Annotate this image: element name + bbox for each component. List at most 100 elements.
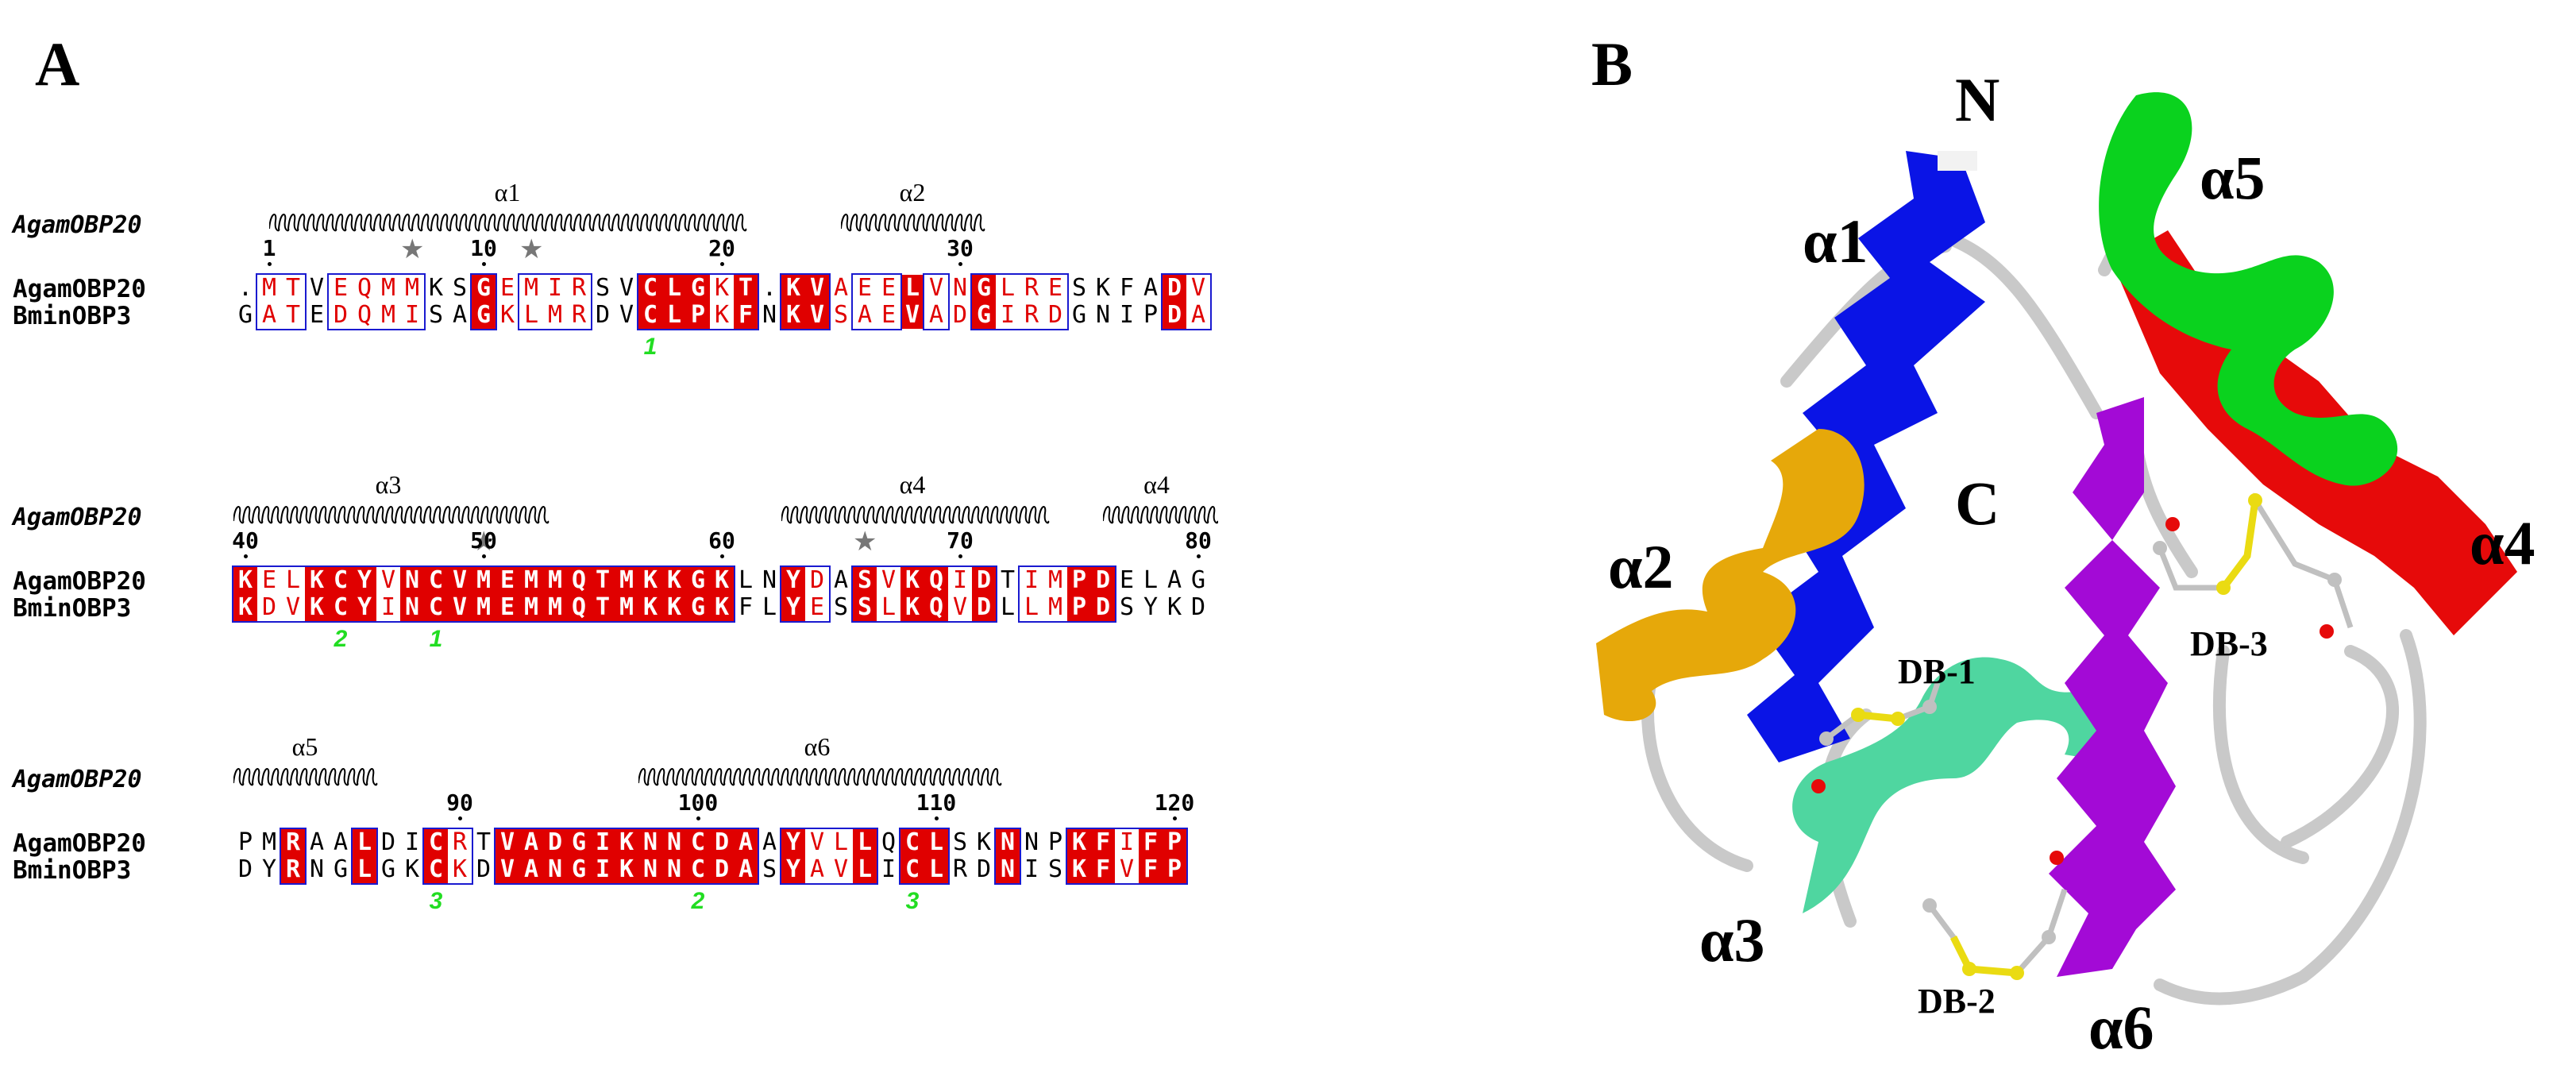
- residue: S: [1119, 593, 1135, 621]
- residue: P: [1163, 856, 1186, 883]
- number-tick: [696, 816, 700, 820]
- residue: S: [1047, 855, 1063, 883]
- residue: V: [496, 829, 519, 856]
- residue-number: 20: [708, 235, 735, 261]
- residue: D: [952, 301, 968, 329]
- residue: E: [809, 593, 825, 621]
- residue: V: [833, 855, 849, 883]
- residue: D: [809, 566, 825, 594]
- conserved-star: ★: [519, 235, 544, 264]
- residue-number: 30: [947, 235, 974, 261]
- residue: Q: [357, 274, 372, 302]
- residue: I: [881, 855, 897, 883]
- residue: N: [543, 856, 567, 883]
- alignment-title: AgamOBP20: [13, 504, 142, 531]
- residue: T: [591, 567, 615, 594]
- residue: M: [547, 301, 563, 329]
- disulfide-number: 3: [905, 888, 920, 914]
- residue: Q: [567, 594, 591, 621]
- similarity-box: [256, 273, 307, 330]
- similarity-box: [494, 828, 759, 885]
- residue: P: [1067, 594, 1091, 621]
- residue: M: [519, 594, 543, 621]
- residue: Y: [353, 567, 376, 594]
- residue: L: [853, 856, 877, 883]
- residue: K: [714, 274, 730, 302]
- residue: N: [762, 566, 777, 594]
- residue: M: [404, 274, 420, 302]
- residue: K: [615, 856, 638, 883]
- residue: D: [333, 301, 349, 329]
- residue: L: [662, 275, 686, 302]
- residue: Y: [353, 594, 376, 621]
- residue: V: [309, 274, 325, 302]
- residue: E: [309, 301, 325, 329]
- number-tick: [482, 262, 486, 266]
- helix-label: α2: [899, 178, 926, 206]
- sequence-name: AgamOBP20: [13, 567, 146, 596]
- residue: D: [380, 828, 396, 856]
- sequence-name: AgamOBP20: [13, 275, 146, 303]
- residue: M: [1047, 566, 1063, 594]
- residue: C: [329, 594, 353, 621]
- residue: K: [1095, 274, 1111, 302]
- residue: L: [285, 566, 301, 594]
- residue: K: [233, 594, 257, 621]
- residue: A: [928, 301, 944, 329]
- residue: A: [833, 566, 849, 594]
- residue: K: [710, 567, 734, 594]
- helix-coil-0: [269, 214, 747, 232]
- residue: A: [519, 856, 543, 883]
- residue: M: [261, 274, 277, 302]
- residue: A: [809, 855, 825, 883]
- similarity-box: [851, 565, 997, 623]
- residue: K: [1167, 593, 1182, 621]
- helix-label: α1: [494, 178, 521, 206]
- residue: C: [424, 594, 448, 621]
- residue: L: [900, 275, 924, 302]
- residue: F: [738, 593, 754, 621]
- residue: I: [380, 593, 396, 621]
- residue: K: [404, 855, 420, 883]
- residue: A: [833, 274, 849, 302]
- disulfide-number: 1: [643, 334, 657, 360]
- disulfide-db1: [1811, 681, 1941, 793]
- residue-number: 40: [232, 527, 259, 554]
- helix-label: α3: [375, 470, 402, 499]
- residue: T: [285, 301, 301, 329]
- residue: G: [472, 275, 496, 302]
- residue: Y: [1143, 593, 1159, 621]
- residue: Q: [567, 567, 591, 594]
- helix-coil-2: [1103, 506, 1218, 524]
- residue: P: [1163, 829, 1186, 856]
- alignment-title: AgamOBP20: [13, 211, 142, 239]
- residue: V: [448, 567, 472, 594]
- residue: Y: [781, 594, 805, 621]
- residue: K: [710, 594, 734, 621]
- residue: M: [519, 567, 543, 594]
- residue: L: [353, 856, 376, 883]
- label-db1: DB-1: [1898, 652, 1976, 691]
- residue: A: [734, 829, 758, 856]
- conserved-star: ★: [853, 527, 877, 557]
- residue: D: [1163, 275, 1186, 302]
- residue: S: [952, 828, 968, 856]
- residue: K: [976, 828, 992, 856]
- panel-a-label: A: [35, 29, 80, 98]
- residue: S: [833, 593, 849, 621]
- n-terminus-label: N: [1955, 65, 1999, 134]
- helix-label: α4: [1143, 470, 1170, 499]
- residue: L: [1000, 274, 1016, 302]
- residue: .: [762, 274, 777, 302]
- residue: S: [452, 274, 468, 302]
- residue: A: [734, 856, 758, 883]
- residue: K: [615, 829, 638, 856]
- residue: T: [734, 275, 758, 302]
- residue: M: [380, 274, 396, 302]
- alignment-title: AgamOBP20: [13, 766, 142, 793]
- residue: G: [686, 275, 710, 302]
- disulfide-number: 3: [429, 888, 443, 914]
- residue: I: [404, 301, 420, 329]
- residue: V: [496, 856, 519, 883]
